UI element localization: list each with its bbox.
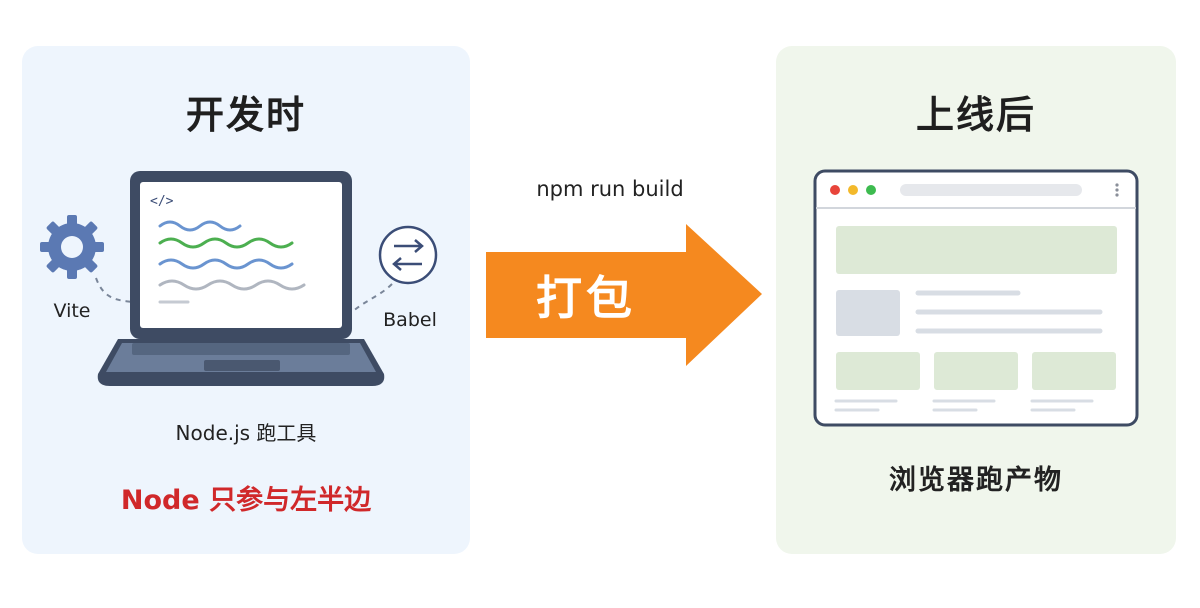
code-line-1 [158,220,242,232]
vite-connector [95,277,133,303]
package-label: 打包 [536,271,636,325]
browser-window [813,169,1139,427]
browser-caption: 浏览器跑产物 [889,465,1063,496]
address-bar [900,184,1082,196]
laptop-illustration [97,171,385,386]
code-tag: </> [150,194,174,209]
babel-label: Babel [383,309,437,331]
code-line-3 [158,258,294,270]
build-command: npm run build [536,177,684,201]
window-close-dot [830,185,840,195]
code-line-2 [158,237,294,249]
window-maximize-dot [866,185,876,195]
build-arrow [486,224,762,366]
dev-time-title: 开发时 [185,93,306,137]
swap-arrows-icon [378,225,438,285]
gear-icon [40,215,104,279]
babel-connector [351,283,393,313]
more-menu-icon [1115,183,1119,197]
laptop-caption: Node.js 跑工具 [175,421,317,445]
code-line-4 [158,279,306,291]
vite-label: Vite [53,300,91,322]
node-scope-note: Node 只参与左半边 [120,485,372,516]
production-title: 上线后 [915,93,1036,137]
window-minimize-dot [848,185,858,195]
